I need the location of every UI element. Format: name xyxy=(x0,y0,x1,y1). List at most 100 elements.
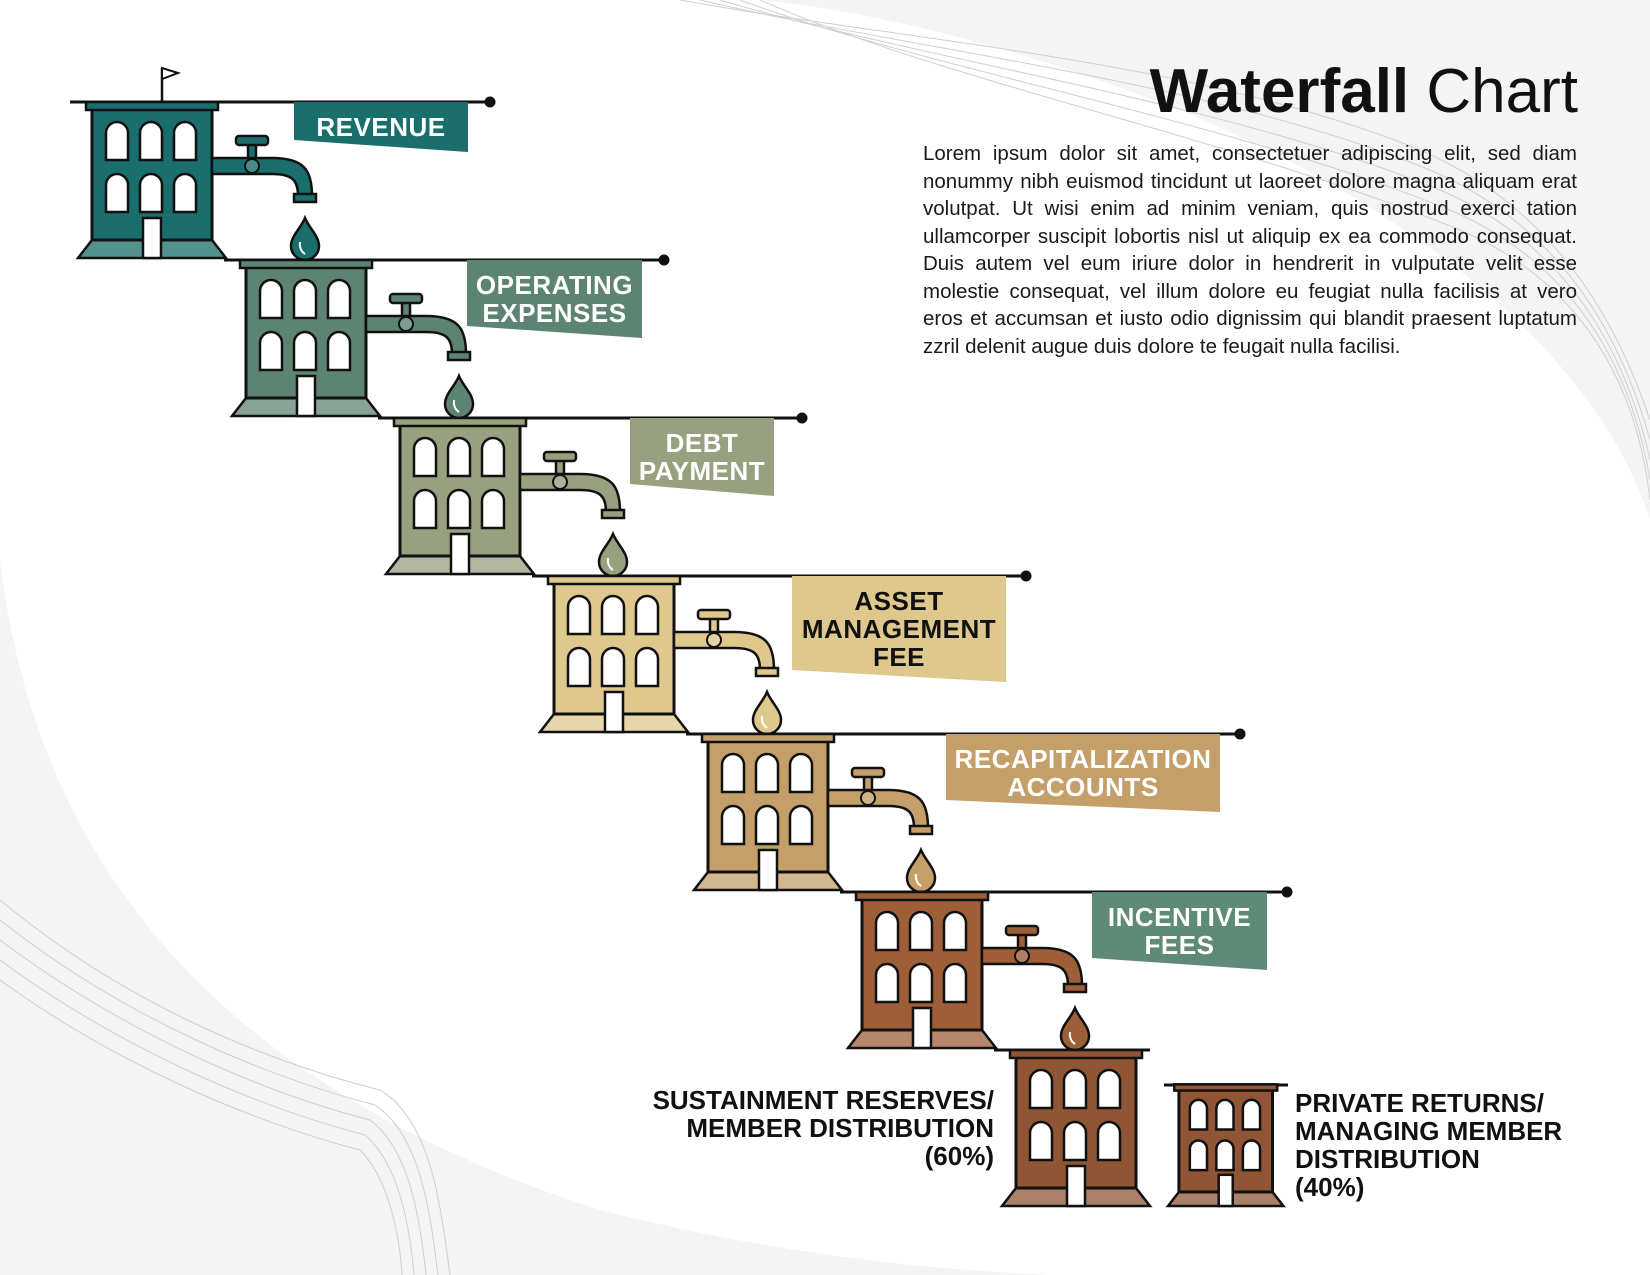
faucet-icon xyxy=(826,766,937,894)
window xyxy=(942,962,968,1004)
building-icon xyxy=(999,1048,1153,1208)
step-label-line: OPERATING xyxy=(476,270,633,300)
step-label-line: FEES xyxy=(1145,930,1215,960)
line-end-dot xyxy=(1020,570,1032,582)
window xyxy=(480,436,506,478)
window xyxy=(1028,1068,1054,1110)
window xyxy=(326,278,352,320)
window xyxy=(1241,1098,1262,1131)
door xyxy=(757,848,779,892)
line-end-dot xyxy=(658,254,670,266)
window xyxy=(566,594,592,636)
outcome-label-sustainment-reserves: SUSTAINMENT RESERVES/MEMBER DISTRIBUTION… xyxy=(653,1086,994,1170)
faucet-icon xyxy=(672,608,783,736)
window xyxy=(1096,1068,1122,1110)
window xyxy=(1188,1098,1209,1131)
window xyxy=(258,278,284,320)
window xyxy=(1188,1139,1209,1172)
building-icon xyxy=(383,416,537,576)
window xyxy=(788,804,814,846)
window xyxy=(942,910,968,952)
window xyxy=(258,330,284,372)
window xyxy=(874,962,900,1004)
window xyxy=(446,488,472,530)
window xyxy=(874,910,900,952)
window xyxy=(138,172,164,214)
step-label-revenue: REVENUE xyxy=(294,102,468,152)
outcome-label-line: PRIVATE RETURNS/ xyxy=(1295,1088,1544,1118)
window xyxy=(566,646,592,688)
window xyxy=(172,120,198,162)
window xyxy=(138,120,164,162)
title-bold: Waterfall xyxy=(1149,57,1410,126)
window xyxy=(1028,1120,1054,1162)
step-label-line: MANAGEMENT xyxy=(802,614,996,644)
outcome-label-line: MEMBER DISTRIBUTION xyxy=(686,1113,994,1143)
body-paragraph: Lorem ipsum dolor sit amet, consectetuer… xyxy=(923,142,1577,358)
door xyxy=(449,532,471,576)
window xyxy=(1215,1139,1235,1172)
window xyxy=(326,330,352,372)
window xyxy=(720,804,746,846)
outcome-label-line: SUSTAINMENT RESERVES/ xyxy=(652,1085,994,1115)
door xyxy=(603,690,625,734)
step-label-line: ACCOUNTS xyxy=(1007,772,1158,802)
window xyxy=(172,172,198,214)
outcome-label-line: MANAGING MEMBER xyxy=(1295,1116,1563,1146)
window xyxy=(754,804,780,846)
line-end-dot xyxy=(484,96,496,108)
door xyxy=(141,216,163,260)
window xyxy=(292,330,318,372)
window xyxy=(600,594,626,636)
building-icon xyxy=(229,258,383,418)
window xyxy=(1062,1068,1088,1110)
window xyxy=(788,752,814,794)
outcome-sustainment-reserves xyxy=(999,1048,1153,1208)
door xyxy=(295,374,317,418)
waterfall-step: REVENUE xyxy=(70,66,496,262)
window xyxy=(634,646,660,688)
window xyxy=(634,594,660,636)
faucet-icon xyxy=(518,450,629,578)
outcome-label-line: (60%) xyxy=(924,1141,994,1171)
step-label-line: PAYMENT xyxy=(639,456,765,486)
window xyxy=(1215,1098,1235,1131)
step-label-line: DEBT xyxy=(666,428,739,458)
window xyxy=(446,436,472,478)
faucet-icon xyxy=(364,292,475,420)
line-end-dot xyxy=(1234,728,1246,740)
step-label-line: RECAPITALIZATION xyxy=(955,744,1212,774)
window xyxy=(412,488,438,530)
building-icon xyxy=(691,732,845,892)
flag-icon xyxy=(160,66,182,102)
window xyxy=(1241,1139,1262,1172)
window xyxy=(292,278,318,320)
window xyxy=(480,488,506,530)
step-label-line: FEE xyxy=(873,642,925,672)
door xyxy=(1217,1173,1234,1208)
door xyxy=(911,1006,933,1050)
step-label-line: EXPENSES xyxy=(482,298,626,328)
window xyxy=(104,172,130,214)
title-light: Chart xyxy=(1426,57,1578,126)
outcome-label-line: DISTRIBUTION xyxy=(1295,1144,1480,1174)
building-icon xyxy=(845,890,999,1050)
outcome-private-returns xyxy=(1164,1083,1288,1208)
window xyxy=(754,752,780,794)
faucet-icon xyxy=(210,134,321,262)
window xyxy=(104,120,130,162)
line-end-dot xyxy=(1281,886,1293,898)
building-icon xyxy=(1165,1083,1286,1208)
